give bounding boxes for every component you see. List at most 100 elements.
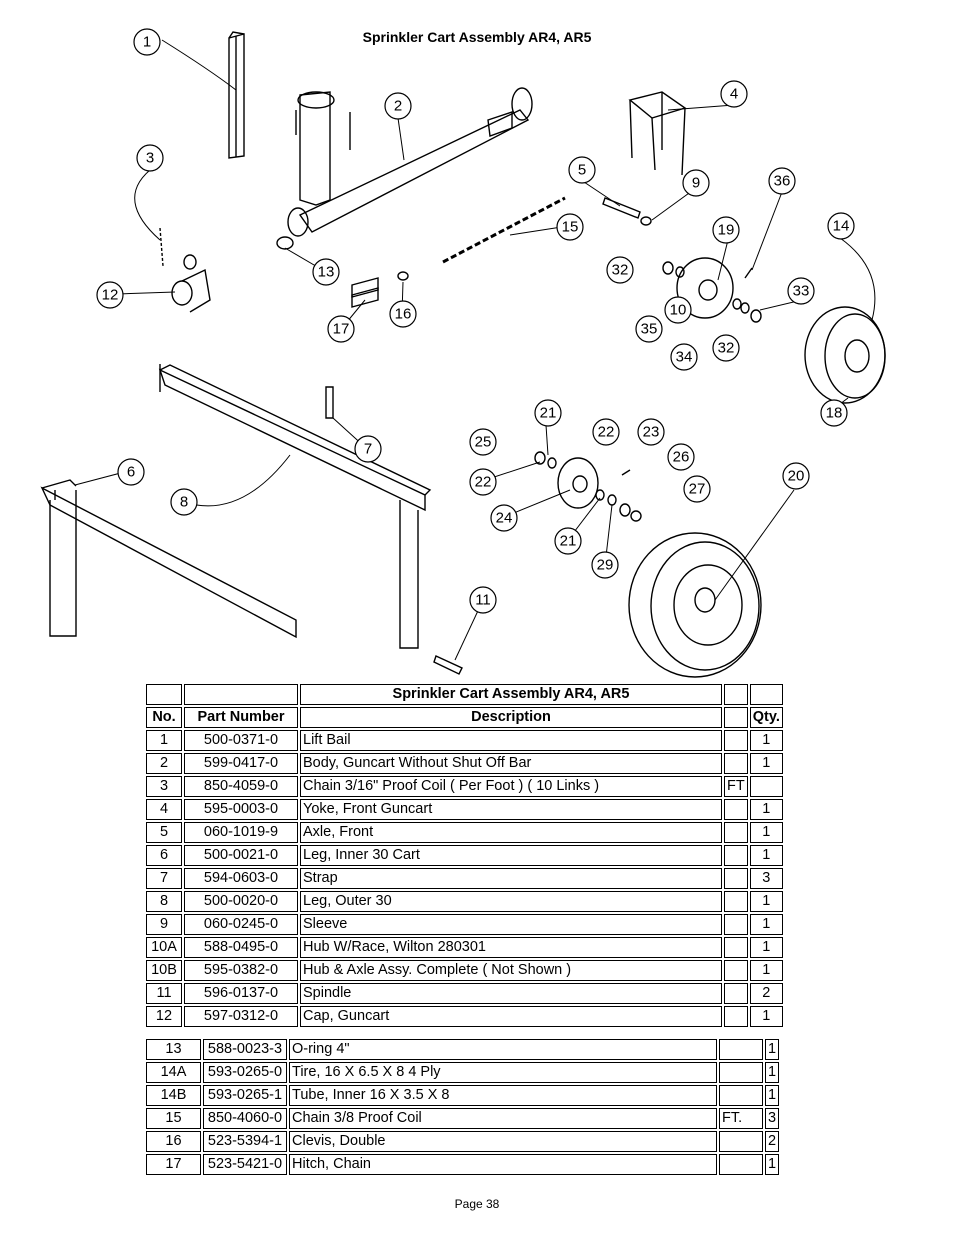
part-front-hub xyxy=(662,257,762,323)
cell-unit: FT xyxy=(724,776,748,797)
cell-unit xyxy=(724,914,748,935)
svg-text:7: 7 xyxy=(364,441,372,458)
callout-14: 14 xyxy=(827,212,855,240)
callout-27: 27 xyxy=(683,475,711,503)
cell-part: 523-5421-0 xyxy=(203,1154,287,1175)
callout-26: 26 xyxy=(667,443,695,471)
part-lift-bail xyxy=(228,31,245,159)
cell-no: 13 xyxy=(146,1039,201,1060)
cell-unit xyxy=(724,753,748,774)
cell-desc: Spindle xyxy=(300,983,722,1004)
cell-qty: 2 xyxy=(749,983,783,1004)
svg-text:24: 24 xyxy=(496,510,513,527)
parts-table: Sprinkler Cart Assembly AR4, AR5 No. Par… xyxy=(144,682,785,1029)
cell-unit xyxy=(724,868,748,889)
cell-part: 500-0021-0 xyxy=(184,845,298,866)
cell-qty: 1 xyxy=(749,891,783,912)
callout-22: 22 xyxy=(592,418,620,446)
part-large-tire xyxy=(628,532,762,678)
callout-18: 18 xyxy=(820,399,848,427)
callout-10: 10 xyxy=(664,296,692,324)
svg-text:27: 27 xyxy=(689,481,706,498)
cell-no: 15 xyxy=(146,1108,201,1129)
callout-22b: 22 xyxy=(469,468,497,496)
svg-text:22: 22 xyxy=(475,474,492,491)
part-body xyxy=(287,87,533,237)
cell-no: 10B xyxy=(146,960,182,981)
callout-25: 25 xyxy=(469,428,497,456)
cell-qty: 1 xyxy=(749,753,783,774)
callout-7: 7 xyxy=(354,435,382,463)
cell-desc: Strap xyxy=(300,868,722,889)
svg-text:2: 2 xyxy=(394,98,402,115)
callout-11: 11 xyxy=(469,586,497,614)
cell-qty: 1 xyxy=(749,845,783,866)
cell-desc: Lift Bail xyxy=(300,730,722,751)
header-part-number: Part Number xyxy=(184,707,298,728)
callout-34: 34 xyxy=(670,343,698,371)
cell-no: 4 xyxy=(146,799,182,820)
header-no: No. xyxy=(146,707,182,728)
cell-no: 17 xyxy=(146,1154,201,1175)
callout-1: 1 xyxy=(133,28,161,56)
callout-15: 15 xyxy=(556,213,584,241)
cell-desc: Clevis, Double xyxy=(289,1131,717,1152)
svg-text:35: 35 xyxy=(641,321,658,338)
svg-text:3: 3 xyxy=(146,150,154,167)
svg-text:23: 23 xyxy=(643,424,660,441)
svg-text:4: 4 xyxy=(730,86,738,103)
cell-part: 850-4059-0 xyxy=(184,776,298,797)
cell-unit xyxy=(724,845,748,866)
part-cap xyxy=(171,254,211,313)
callout-33: 33 xyxy=(787,277,815,305)
table-header-row: No. Part Number Description Qty. xyxy=(146,707,783,728)
cell-qty: 3 xyxy=(749,868,783,889)
part-yoke xyxy=(628,91,687,176)
cell-no: 14B xyxy=(146,1085,201,1106)
callout-2: 2 xyxy=(384,92,412,120)
cell-desc: Leg, Inner 30 Cart xyxy=(300,845,722,866)
header-qty: Qty. xyxy=(749,707,783,728)
cell-desc: Tube, Inner 16 X 3.5 X 8 xyxy=(289,1085,717,1106)
svg-text:16: 16 xyxy=(395,306,412,323)
svg-text:15: 15 xyxy=(562,219,579,236)
cell-unit: FT. xyxy=(719,1108,763,1129)
callout-35: 35 xyxy=(635,315,663,343)
cell-qty: 1 xyxy=(749,937,783,958)
cell-part: 588-0023-3 xyxy=(203,1039,287,1060)
cell-part: 595-0382-0 xyxy=(184,960,298,981)
svg-text:32: 32 xyxy=(718,340,735,357)
cell-desc: Tire, 16 X 6.5 X 8 4 Ply xyxy=(289,1062,717,1083)
cell-part: 850-4060-0 xyxy=(203,1108,287,1129)
cell-no: 11 xyxy=(146,983,182,1004)
cell-unit xyxy=(724,799,748,820)
cell-unit xyxy=(719,1039,763,1060)
svg-text:8: 8 xyxy=(180,494,188,511)
callout-32b: 32 xyxy=(712,334,740,362)
cell-part: 500-0371-0 xyxy=(184,730,298,751)
part-rear-hub xyxy=(534,451,642,522)
cell-desc: O-ring 4" xyxy=(289,1039,717,1060)
cell-unit xyxy=(724,1006,748,1027)
cell-qty: 1 xyxy=(749,822,783,843)
cell-unit xyxy=(719,1062,763,1083)
callout-16: 16 xyxy=(389,300,417,328)
cell-unit xyxy=(724,983,748,1004)
cell-desc: Hitch, Chain xyxy=(289,1154,717,1175)
cell-part: 595-0003-0 xyxy=(184,799,298,820)
cell-unit xyxy=(724,937,748,958)
cell-part: 588-0495-0 xyxy=(184,937,298,958)
part-outer-leg xyxy=(158,364,432,649)
cell-unit xyxy=(724,891,748,912)
cell-no: 10A xyxy=(146,937,182,958)
